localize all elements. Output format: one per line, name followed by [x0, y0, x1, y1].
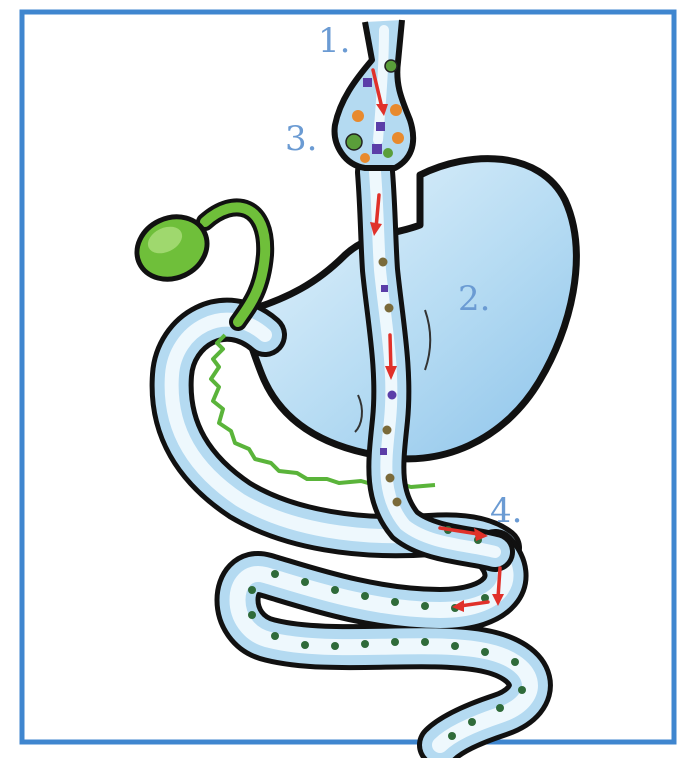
- limb-particle: [379, 258, 388, 267]
- food-particle: [390, 104, 402, 116]
- channel-dot: [331, 642, 339, 650]
- limb-particle: [388, 391, 397, 400]
- channel-dot: [248, 611, 256, 619]
- channel-dot: [391, 638, 399, 646]
- limb-particle: [386, 474, 395, 483]
- limb-particle: [381, 285, 388, 292]
- food-particle: [385, 60, 397, 72]
- label-4: 4.: [490, 491, 522, 531]
- food-particle: [363, 78, 372, 87]
- channel-dot: [331, 586, 339, 594]
- channel-dot: [301, 578, 309, 586]
- food-particle: [376, 122, 385, 131]
- limb-particle: [383, 426, 392, 435]
- channel-dot: [518, 686, 526, 694]
- food-particle: [360, 153, 370, 163]
- channel-dot: [511, 658, 519, 666]
- food-particle: [352, 110, 364, 122]
- food-particle: [372, 144, 382, 154]
- channel-dot: [391, 598, 399, 606]
- channel-dot: [271, 570, 279, 578]
- channel-dot: [301, 641, 309, 649]
- channel-dot: [361, 640, 369, 648]
- channel-dot: [248, 586, 256, 594]
- label-1: 1.: [318, 21, 350, 61]
- label-3: 3.: [285, 119, 317, 159]
- label-2: 2.: [458, 279, 490, 319]
- limb-particle: [380, 448, 387, 455]
- channel-dot: [361, 592, 369, 600]
- channel-dot: [448, 732, 456, 740]
- channel-dot: [421, 638, 429, 646]
- limb-particle: [393, 498, 402, 507]
- channel-dot: [481, 648, 489, 656]
- limb-particle: [385, 304, 394, 313]
- food-particle: [383, 148, 393, 158]
- channel-dot: [421, 602, 429, 610]
- channel-dot: [468, 718, 476, 726]
- channel-dot: [496, 704, 504, 712]
- food-particle: [346, 134, 362, 150]
- channel-dot: [451, 642, 459, 650]
- food-particle: [392, 132, 404, 144]
- channel-dot: [271, 632, 279, 640]
